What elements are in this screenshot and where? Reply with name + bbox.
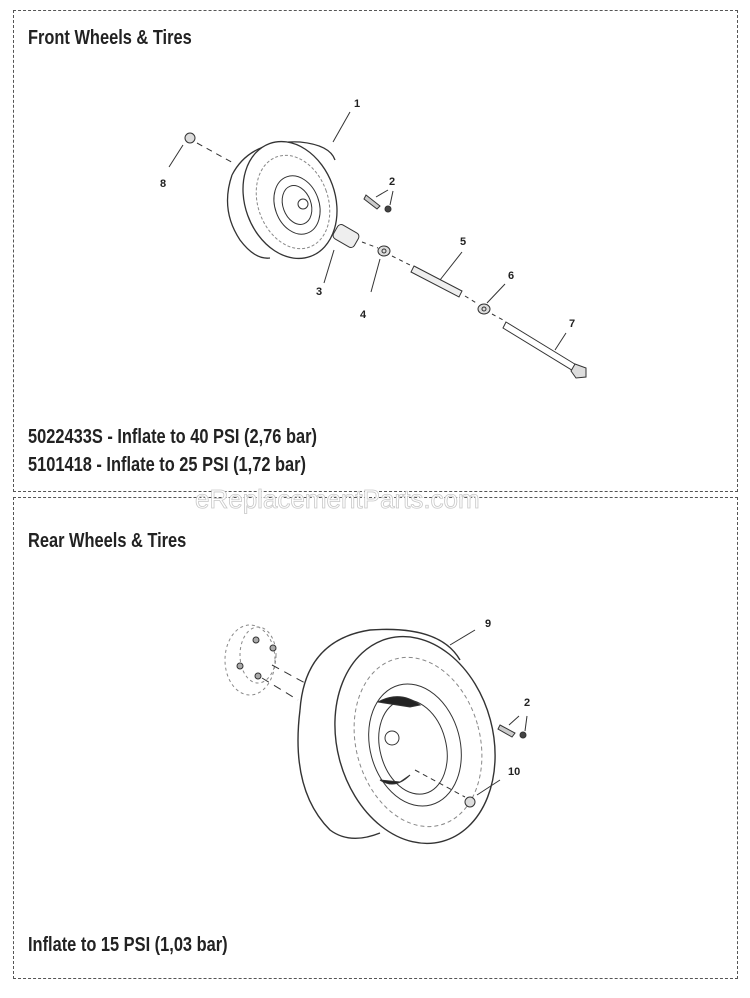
callout-1: 1 xyxy=(354,98,361,110)
callout-2-rear: 2 xyxy=(524,697,531,709)
callout-10: 10 xyxy=(508,766,521,778)
rear-panel-title: Rear Wheels & Tires xyxy=(28,530,187,552)
front-wheels-panel: Front Wheels & Tires 5022433S - Inflate … xyxy=(13,10,738,492)
callout-2-front: 2 xyxy=(389,176,396,188)
callout-6: 6 xyxy=(508,270,515,282)
callout-3: 3 xyxy=(316,286,323,298)
callout-5: 5 xyxy=(460,236,467,248)
callout-8: 8 xyxy=(160,178,167,190)
callout-4: 4 xyxy=(360,309,367,321)
front-note-1: 5022433S - Inflate to 40 PSI (2,76 bar) xyxy=(28,426,317,448)
watermark: eReplacementParts.com xyxy=(195,484,480,515)
callout-7: 7 xyxy=(569,318,576,330)
front-note-2: 5101418 - Inflate to 25 PSI (1,72 bar) xyxy=(28,454,307,476)
front-panel-title: Front Wheels & Tires xyxy=(28,27,192,49)
rear-note-1: Inflate to 15 PSI (1,03 bar) xyxy=(28,934,228,956)
callout-9: 9 xyxy=(485,618,492,630)
